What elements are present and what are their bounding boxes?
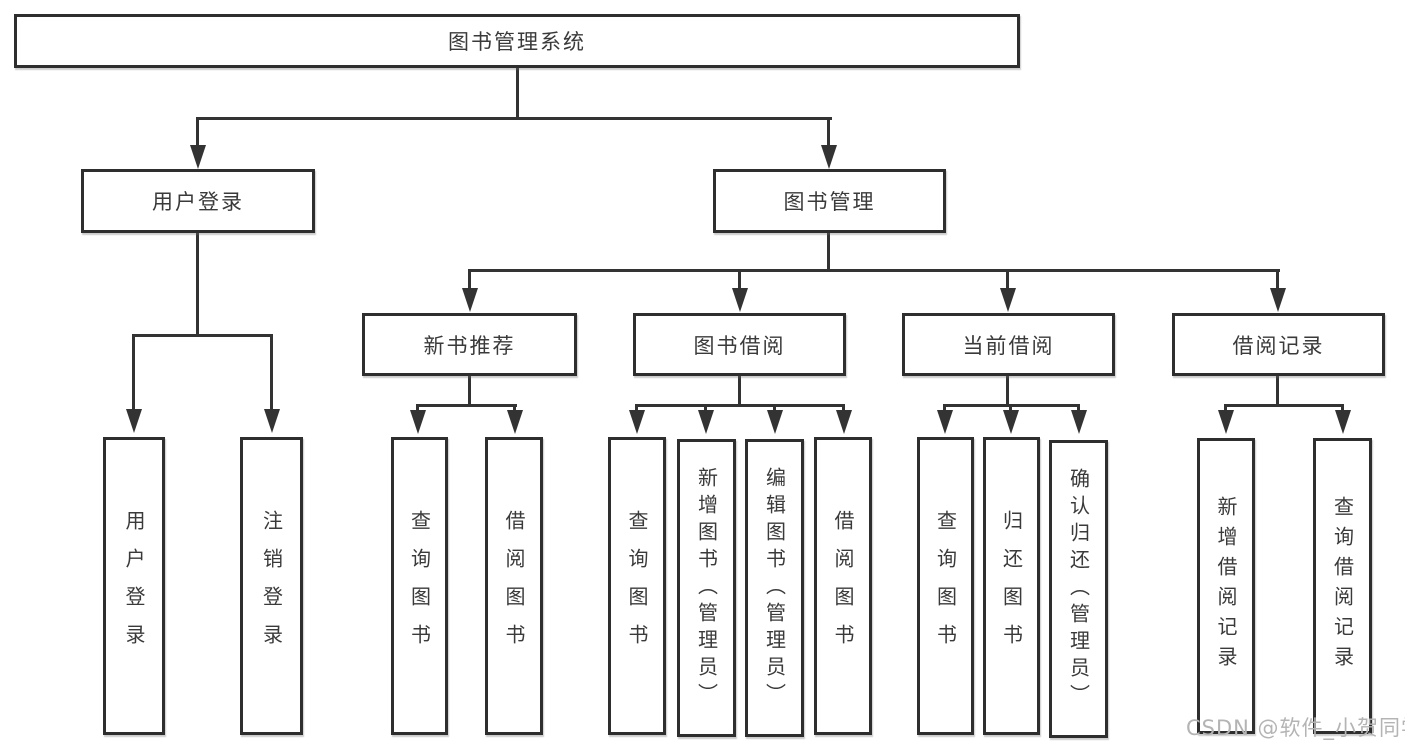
arrowhead-down-icon bbox=[190, 145, 206, 169]
connector-bookmanage-drop-1 bbox=[468, 269, 471, 289]
connector-bookmanage-stem bbox=[827, 233, 830, 272]
connector-userlogin-drop-1 bbox=[132, 334, 135, 410]
arrowhead-down-icon bbox=[732, 288, 748, 312]
leaf-bb-add-book-admin-label: 新增图书（管理员） bbox=[694, 466, 719, 710]
leaf-bb-borrow-book: 借阅图书 bbox=[814, 437, 872, 735]
connector-bookborrow-rail bbox=[635, 404, 845, 407]
leaf-cb-query-book-label: 查询图书 bbox=[933, 510, 958, 662]
leaf-logout-label: 注销登录 bbox=[259, 510, 284, 662]
leaf-nbr-query-book: 查询图书 bbox=[391, 437, 448, 735]
leaf-br-add-record-label: 新增借阅记录 bbox=[1214, 496, 1238, 676]
arrowhead-down-icon bbox=[836, 410, 852, 434]
connector-bookborrow-stem bbox=[738, 376, 741, 407]
leaf-cb-return-book-label: 归还图书 bbox=[999, 510, 1024, 662]
connector-newbookrec-stem bbox=[468, 376, 471, 407]
arrowhead-down-icon bbox=[462, 288, 478, 312]
connector-bookmanage-drop-2 bbox=[738, 269, 741, 289]
leaf-cb-query-book: 查询图书 bbox=[917, 437, 974, 735]
leaf-bb-edit-book-admin: 编辑图书（管理员） bbox=[745, 439, 804, 737]
node-book-manage: 图书管理 bbox=[713, 169, 946, 233]
connector-currentborrow-drop-3 bbox=[1077, 404, 1080, 413]
leaf-nbr-borrow-book-label: 借阅图书 bbox=[502, 510, 526, 662]
arrowhead-down-icon bbox=[410, 410, 426, 434]
arrowhead-down-icon bbox=[821, 145, 837, 169]
leaf-br-add-record: 新增借阅记录 bbox=[1197, 438, 1255, 734]
arrowhead-down-icon bbox=[264, 409, 280, 433]
leaf-br-query-record: 查询借阅记录 bbox=[1313, 438, 1372, 734]
leaf-bb-query-book: 查询图书 bbox=[608, 437, 666, 735]
connector-bookborrow-drop-4 bbox=[842, 404, 845, 413]
connector-userlogin-stem bbox=[196, 233, 199, 335]
arrowhead-down-icon bbox=[1000, 288, 1016, 312]
node-book-borrow-label: 图书借阅 bbox=[693, 333, 786, 358]
leaf-bb-query-book-label: 查询图书 bbox=[625, 510, 649, 662]
leaf-cb-confirm-return-admin-label: 确认归还（管理员） bbox=[1066, 467, 1091, 711]
connector-newbookrec-drop-1 bbox=[416, 404, 419, 413]
connector-bookmanage-drop-3 bbox=[1006, 269, 1009, 289]
arrowhead-down-icon bbox=[1003, 410, 1019, 434]
node-book-borrow: 图书借阅 bbox=[633, 313, 846, 376]
arrowhead-down-icon bbox=[937, 410, 953, 434]
connector-root-drop-left bbox=[196, 117, 199, 147]
node-new-book-rec: 新书推荐 bbox=[362, 313, 577, 376]
connector-currentborrow-drop-2 bbox=[1009, 404, 1012, 413]
arrowhead-down-icon bbox=[1270, 288, 1286, 312]
leaf-bb-edit-book-admin-label: 编辑图书（管理员） bbox=[762, 466, 787, 710]
connector-root-stem bbox=[516, 68, 519, 118]
connector-borrowrecord-rail bbox=[1224, 404, 1344, 407]
arrowhead-down-icon bbox=[698, 410, 714, 434]
leaf-user-login-label: 用户登录 bbox=[122, 510, 146, 662]
leaf-user-login: 用户登录 bbox=[103, 437, 165, 735]
arrowhead-down-icon bbox=[629, 410, 645, 434]
node-user-login-label: 用户登录 bbox=[152, 190, 244, 214]
leaf-br-query-record-label: 查询借阅记录 bbox=[1330, 496, 1355, 676]
connector-currentborrow-stem bbox=[1006, 376, 1009, 407]
arrowhead-down-icon bbox=[126, 409, 142, 433]
connector-newbookrec-drop-2 bbox=[513, 404, 516, 413]
connector-userlogin-drop-2 bbox=[270, 334, 273, 410]
node-root-label: 图书管理系统 bbox=[448, 30, 586, 54]
node-current-borrow-label: 当前借阅 bbox=[962, 333, 1055, 358]
connector-currentborrow-drop-1 bbox=[943, 404, 946, 413]
connector-bookborrow-drop-3 bbox=[773, 404, 776, 413]
leaf-bb-add-book-admin: 新增图书（管理员） bbox=[677, 439, 736, 737]
leaf-nbr-borrow-book: 借阅图书 bbox=[485, 437, 543, 735]
leaf-nbr-query-book-label: 查询图书 bbox=[407, 510, 432, 662]
connector-bookmanage-rail bbox=[468, 269, 1280, 272]
connector-newbookrec-rail bbox=[416, 404, 517, 407]
arrowhead-down-icon bbox=[1335, 410, 1351, 434]
connector-borrowrecord-drop-1 bbox=[1224, 404, 1227, 413]
leaf-logout: 注销登录 bbox=[240, 437, 303, 735]
node-borrow-record: 借阅记录 bbox=[1172, 313, 1385, 376]
arrowhead-down-icon bbox=[507, 410, 523, 434]
node-current-borrow: 当前借阅 bbox=[902, 313, 1115, 376]
node-user-login: 用户登录 bbox=[81, 169, 315, 233]
leaf-cb-confirm-return-admin: 确认归还（管理员） bbox=[1049, 440, 1108, 738]
node-root: 图书管理系统 bbox=[14, 14, 1020, 68]
node-borrow-record-label: 借阅记录 bbox=[1232, 333, 1325, 358]
leaf-bb-borrow-book-label: 借阅图书 bbox=[831, 510, 855, 662]
connector-root-rail bbox=[196, 117, 832, 120]
connector-bookborrow-drop-1 bbox=[635, 404, 638, 413]
arrowhead-down-icon bbox=[1071, 410, 1087, 434]
connector-userlogin-rail bbox=[132, 334, 273, 337]
connector-borrowrecord-drop-2 bbox=[1341, 404, 1344, 413]
connector-bookmanage-drop-4 bbox=[1276, 269, 1279, 289]
csdn-watermark: CSDN @软件_小贺同学 bbox=[1186, 716, 1405, 740]
arrowhead-down-icon bbox=[1218, 410, 1234, 434]
node-book-manage-label: 图书管理 bbox=[783, 190, 876, 214]
node-new-book-rec-label: 新书推荐 bbox=[423, 333, 516, 358]
arrowhead-down-icon bbox=[767, 410, 783, 434]
connector-root-drop-right bbox=[827, 117, 830, 147]
leaf-cb-return-book: 归还图书 bbox=[983, 437, 1040, 735]
connector-borrowrecord-stem bbox=[1276, 376, 1279, 407]
connector-bookborrow-drop-2 bbox=[704, 404, 707, 413]
